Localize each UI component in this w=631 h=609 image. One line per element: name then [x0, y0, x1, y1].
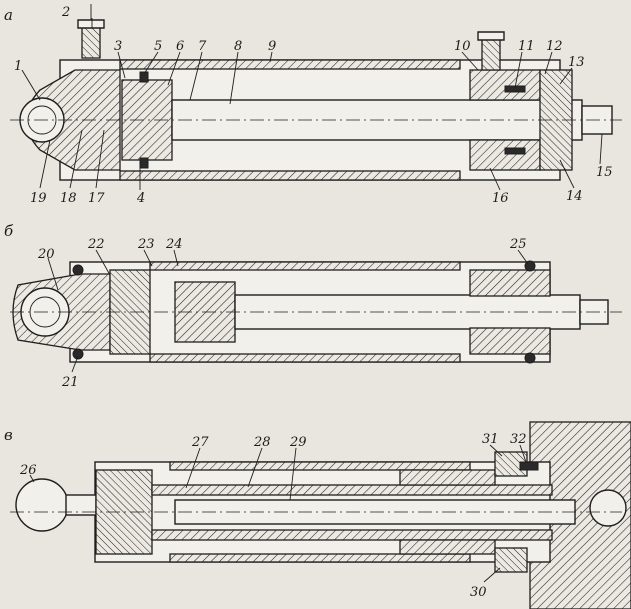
ball-joint-26 — [15, 478, 69, 532]
view-label-c: в — [4, 426, 13, 444]
callout-30: 30 — [470, 585, 487, 600]
bolt-head-22 — [72, 264, 84, 276]
seal-4 — [139, 157, 149, 169]
callout-32: 32 — [510, 432, 527, 447]
callout-16: 16 — [492, 191, 509, 206]
callout-19: 19 — [30, 191, 47, 206]
callout-17: 17 — [88, 191, 105, 206]
callout-24: 24 — [165, 237, 183, 252]
callout-3: 3 — [114, 39, 122, 54]
front-gland-bottom-b — [469, 327, 551, 355]
port-fitting-10 — [481, 37, 501, 71]
callout-2: 2 — [61, 5, 70, 20]
callout-14: 14 — [566, 189, 583, 204]
callout-18: 18 — [60, 191, 77, 206]
view-c-drawing — [10, 421, 631, 609]
front-gland-bottom-c — [399, 539, 496, 555]
callout-9: 9 — [268, 39, 276, 54]
fitting-30 — [494, 547, 528, 573]
barrel-wall-bottom-c — [169, 553, 471, 563]
callout-labels: 1 2 3 4 5 6 7 8 9 10 11 12 13 14 15 16 1… — [14, 5, 613, 600]
callout-25: 25 — [509, 237, 527, 252]
callout-27: 27 — [191, 435, 209, 450]
callout-22: 22 — [87, 237, 105, 252]
callout-20: 20 — [37, 247, 55, 262]
callout-26: 26 — [19, 463, 37, 478]
barrel-wall-top-c — [169, 461, 471, 471]
barrel-wall-bottom-a — [119, 170, 461, 181]
callout-29: 29 — [289, 435, 307, 450]
bolt-head-21 — [72, 348, 84, 360]
callout-7: 7 — [198, 39, 207, 54]
front-gland-top-c — [399, 469, 496, 486]
outer-tube-28-lower — [151, 529, 553, 541]
callout-8: 8 — [234, 39, 242, 54]
callout-23: 23 — [137, 237, 155, 252]
front-gland-bottom-a — [469, 139, 541, 171]
callout-1: 1 — [14, 59, 22, 74]
barrel-wall-top-a — [119, 59, 461, 70]
callout-5: 5 — [154, 39, 162, 54]
seal-5 — [139, 71, 149, 83]
port-cap-2 — [77, 19, 105, 29]
mounting-bore-c — [589, 489, 627, 527]
port-fitting-2 — [81, 24, 101, 59]
outer-tube-28 — [151, 484, 553, 496]
front-gland-top-a — [469, 69, 541, 101]
callout-4: 4 — [136, 191, 145, 206]
callout-6: 6 — [176, 39, 184, 54]
callout-11: 11 — [518, 39, 535, 54]
barrel-wall-top-b — [149, 261, 461, 271]
view-a-drawing — [10, 4, 622, 191]
fitting-32 — [519, 461, 539, 471]
barrel-wall-bottom-b — [149, 353, 461, 363]
view-label-a: а — [4, 6, 13, 24]
callout-10: 10 — [454, 39, 471, 54]
view-b-drawing — [10, 249, 622, 373]
callout-12: 12 — [546, 39, 563, 54]
callout-31: 31 — [482, 432, 499, 447]
front-gland-top-b — [469, 269, 551, 297]
callout-13: 13 — [568, 55, 585, 70]
view-label-b: б — [4, 222, 14, 240]
callout-28: 28 — [253, 435, 271, 450]
callout-21: 21 — [61, 375, 79, 390]
packing-14 — [504, 147, 526, 155]
callout-15: 15 — [596, 165, 613, 180]
